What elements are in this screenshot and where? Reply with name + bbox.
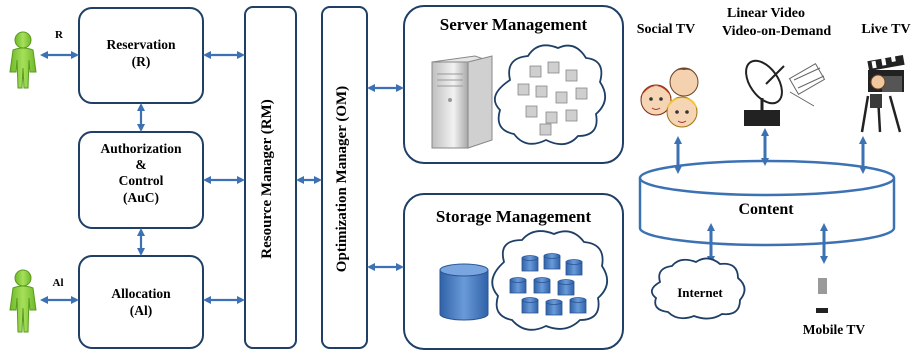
allocation-label-line2: (Al): [129, 302, 153, 318]
resource-manager-label: Resource Manager (RM): [259, 99, 275, 259]
allocation-label: Allocation (Al): [79, 286, 203, 320]
reservation-label-line2: (R): [131, 53, 151, 69]
reservation-label-line1: Reservation: [106, 37, 176, 52]
vod-label: Video-on-Demand: [722, 24, 832, 39]
optimization-manager-label: Optimization Manager (OM): [334, 85, 350, 273]
user-label-al: Al: [52, 277, 64, 289]
user-figure-bottom: [9, 269, 37, 333]
authorization-label: Authorization & Control (AuC): [79, 141, 203, 206]
content-title: Content: [738, 201, 794, 218]
reservation-label: Reservation (R): [79, 37, 203, 71]
user-label-r: R: [55, 29, 63, 41]
authorization-label-line2: &: [135, 157, 147, 173]
mobile-tv-label: Mobile TV: [802, 322, 866, 337]
storage-management-title: Storage Management: [435, 207, 592, 226]
linear-video-label: Linear Video: [727, 6, 805, 21]
live-tv-camera-icon: [860, 54, 905, 133]
content-cylinder: [638, 159, 896, 247]
optimization-manager-box: [321, 6, 368, 349]
connector-arrows: [40, 51, 404, 304]
user-figure-top: [9, 31, 37, 89]
storage-cloud-icon: [491, 230, 608, 331]
social-tv-label: Social TV: [636, 22, 696, 37]
live-tv-label: Live TV: [861, 22, 911, 37]
authorization-label-line1: Authorization: [100, 141, 182, 156]
internet-cloud-icon: [650, 257, 746, 320]
content-arrows: [674, 128, 867, 264]
authorization-label-line3: Control: [118, 173, 164, 189]
allocation-label-line1: Allocation: [111, 286, 171, 301]
server-cloud-icon: [493, 44, 606, 146]
internet-label: Internet: [677, 285, 723, 300]
storage-disk-icon: [439, 263, 489, 321]
mobile-device-icon: [816, 278, 828, 313]
server-tower-icon: [431, 55, 493, 149]
server-management-title: Server Management: [439, 15, 588, 34]
satellite-dish-icon: [744, 59, 826, 126]
authorization-label-line4: (AuC): [123, 189, 159, 205]
social-tv-faces-icon: [640, 67, 699, 128]
